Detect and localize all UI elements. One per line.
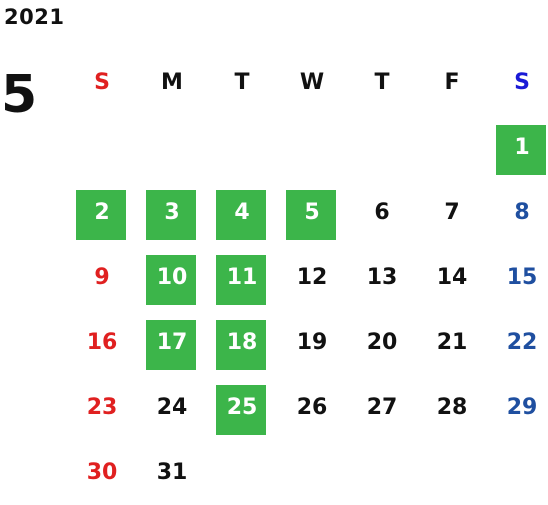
weekday-label: S bbox=[514, 70, 530, 95]
day-cell[interactable]: 16 bbox=[67, 310, 137, 375]
day-cell-highlighted[interactable]: 10 bbox=[137, 245, 207, 310]
day-number: 20 bbox=[366, 330, 398, 355]
day-number: 1 bbox=[514, 135, 530, 160]
day-cell[interactable]: 20 bbox=[347, 310, 417, 375]
day-number: 11 bbox=[226, 265, 258, 290]
day-number: 25 bbox=[226, 395, 258, 420]
day-number: 2 bbox=[94, 200, 110, 225]
day-number: 30 bbox=[86, 460, 118, 485]
day-cell-highlighted[interactable]: 2 bbox=[67, 180, 137, 245]
weekday-header: S bbox=[67, 50, 137, 115]
day-number: 21 bbox=[436, 330, 468, 355]
day-cell[interactable]: 14 bbox=[417, 245, 487, 310]
day-number: 15 bbox=[506, 265, 538, 290]
day-cell[interactable]: 6 bbox=[347, 180, 417, 245]
day-cell-highlighted[interactable]: 5 bbox=[277, 180, 347, 245]
day-cell[interactable]: 29 bbox=[487, 375, 548, 440]
weekday-header: T bbox=[347, 50, 417, 115]
day-cell[interactable]: 24 bbox=[137, 375, 207, 440]
day-cell-highlighted[interactable]: 11 bbox=[207, 245, 277, 310]
empty-cell bbox=[277, 115, 347, 180]
day-cell[interactable]: 27 bbox=[347, 375, 417, 440]
weekday-label: T bbox=[234, 70, 250, 95]
calendar-month: 5 bbox=[1, 65, 38, 125]
day-number: 14 bbox=[436, 265, 468, 290]
day-number: 4 bbox=[234, 200, 250, 225]
day-number: 26 bbox=[296, 395, 328, 420]
day-cell-highlighted[interactable]: 18 bbox=[207, 310, 277, 375]
day-cell[interactable]: 7 bbox=[417, 180, 487, 245]
day-cell[interactable]: 21 bbox=[417, 310, 487, 375]
day-cell-highlighted[interactable]: 1 bbox=[487, 115, 548, 180]
day-cell-highlighted[interactable]: 17 bbox=[137, 310, 207, 375]
empty-cell bbox=[67, 115, 137, 180]
day-number: 5 bbox=[304, 200, 320, 225]
day-number: 10 bbox=[156, 265, 188, 290]
day-cell[interactable]: 22 bbox=[487, 310, 548, 375]
empty-cell bbox=[347, 115, 417, 180]
weekday-header: T bbox=[207, 50, 277, 115]
day-cell[interactable]: 26 bbox=[277, 375, 347, 440]
empty-cell bbox=[137, 115, 207, 180]
day-number: 3 bbox=[164, 200, 180, 225]
empty-cell bbox=[417, 115, 487, 180]
day-number: 9 bbox=[94, 265, 110, 290]
weekday-label: S bbox=[94, 70, 110, 95]
day-number: 29 bbox=[506, 395, 538, 420]
weekday-header: S bbox=[487, 50, 548, 115]
weekday-header: W bbox=[277, 50, 347, 115]
day-cell-highlighted[interactable]: 25 bbox=[207, 375, 277, 440]
day-cell[interactable]: 23 bbox=[67, 375, 137, 440]
day-number: 28 bbox=[436, 395, 468, 420]
day-cell[interactable]: 31 bbox=[137, 440, 207, 505]
weekday-label: F bbox=[444, 70, 460, 95]
weekday-label: M bbox=[161, 70, 183, 95]
day-cell[interactable]: 15 bbox=[487, 245, 548, 310]
calendar-year: 2021 bbox=[4, 5, 65, 29]
day-cell[interactable]: 19 bbox=[277, 310, 347, 375]
day-cell[interactable]: 8 bbox=[487, 180, 548, 245]
day-number: 23 bbox=[86, 395, 118, 420]
day-number: 7 bbox=[444, 200, 460, 225]
weekday-header: F bbox=[417, 50, 487, 115]
day-number: 6 bbox=[374, 200, 390, 225]
day-cell[interactable]: 13 bbox=[347, 245, 417, 310]
day-number: 22 bbox=[506, 330, 538, 355]
day-number: 13 bbox=[366, 265, 398, 290]
weekday-header: M bbox=[137, 50, 207, 115]
day-cell-highlighted[interactable]: 4 bbox=[207, 180, 277, 245]
day-number: 19 bbox=[296, 330, 328, 355]
empty-cell bbox=[207, 115, 277, 180]
day-cell[interactable]: 12 bbox=[277, 245, 347, 310]
day-number: 16 bbox=[86, 330, 118, 355]
day-number: 18 bbox=[226, 330, 258, 355]
day-number: 17 bbox=[156, 330, 188, 355]
day-number: 12 bbox=[296, 265, 328, 290]
day-number: 8 bbox=[514, 200, 530, 225]
weekday-label: W bbox=[299, 70, 325, 95]
day-number: 24 bbox=[156, 395, 188, 420]
day-number: 27 bbox=[366, 395, 398, 420]
weekday-label: T bbox=[374, 70, 390, 95]
day-cell-highlighted[interactable]: 3 bbox=[137, 180, 207, 245]
day-number: 31 bbox=[156, 460, 188, 485]
day-cell[interactable]: 28 bbox=[417, 375, 487, 440]
day-cell[interactable]: 9 bbox=[67, 245, 137, 310]
day-cell[interactable]: 30 bbox=[67, 440, 137, 505]
